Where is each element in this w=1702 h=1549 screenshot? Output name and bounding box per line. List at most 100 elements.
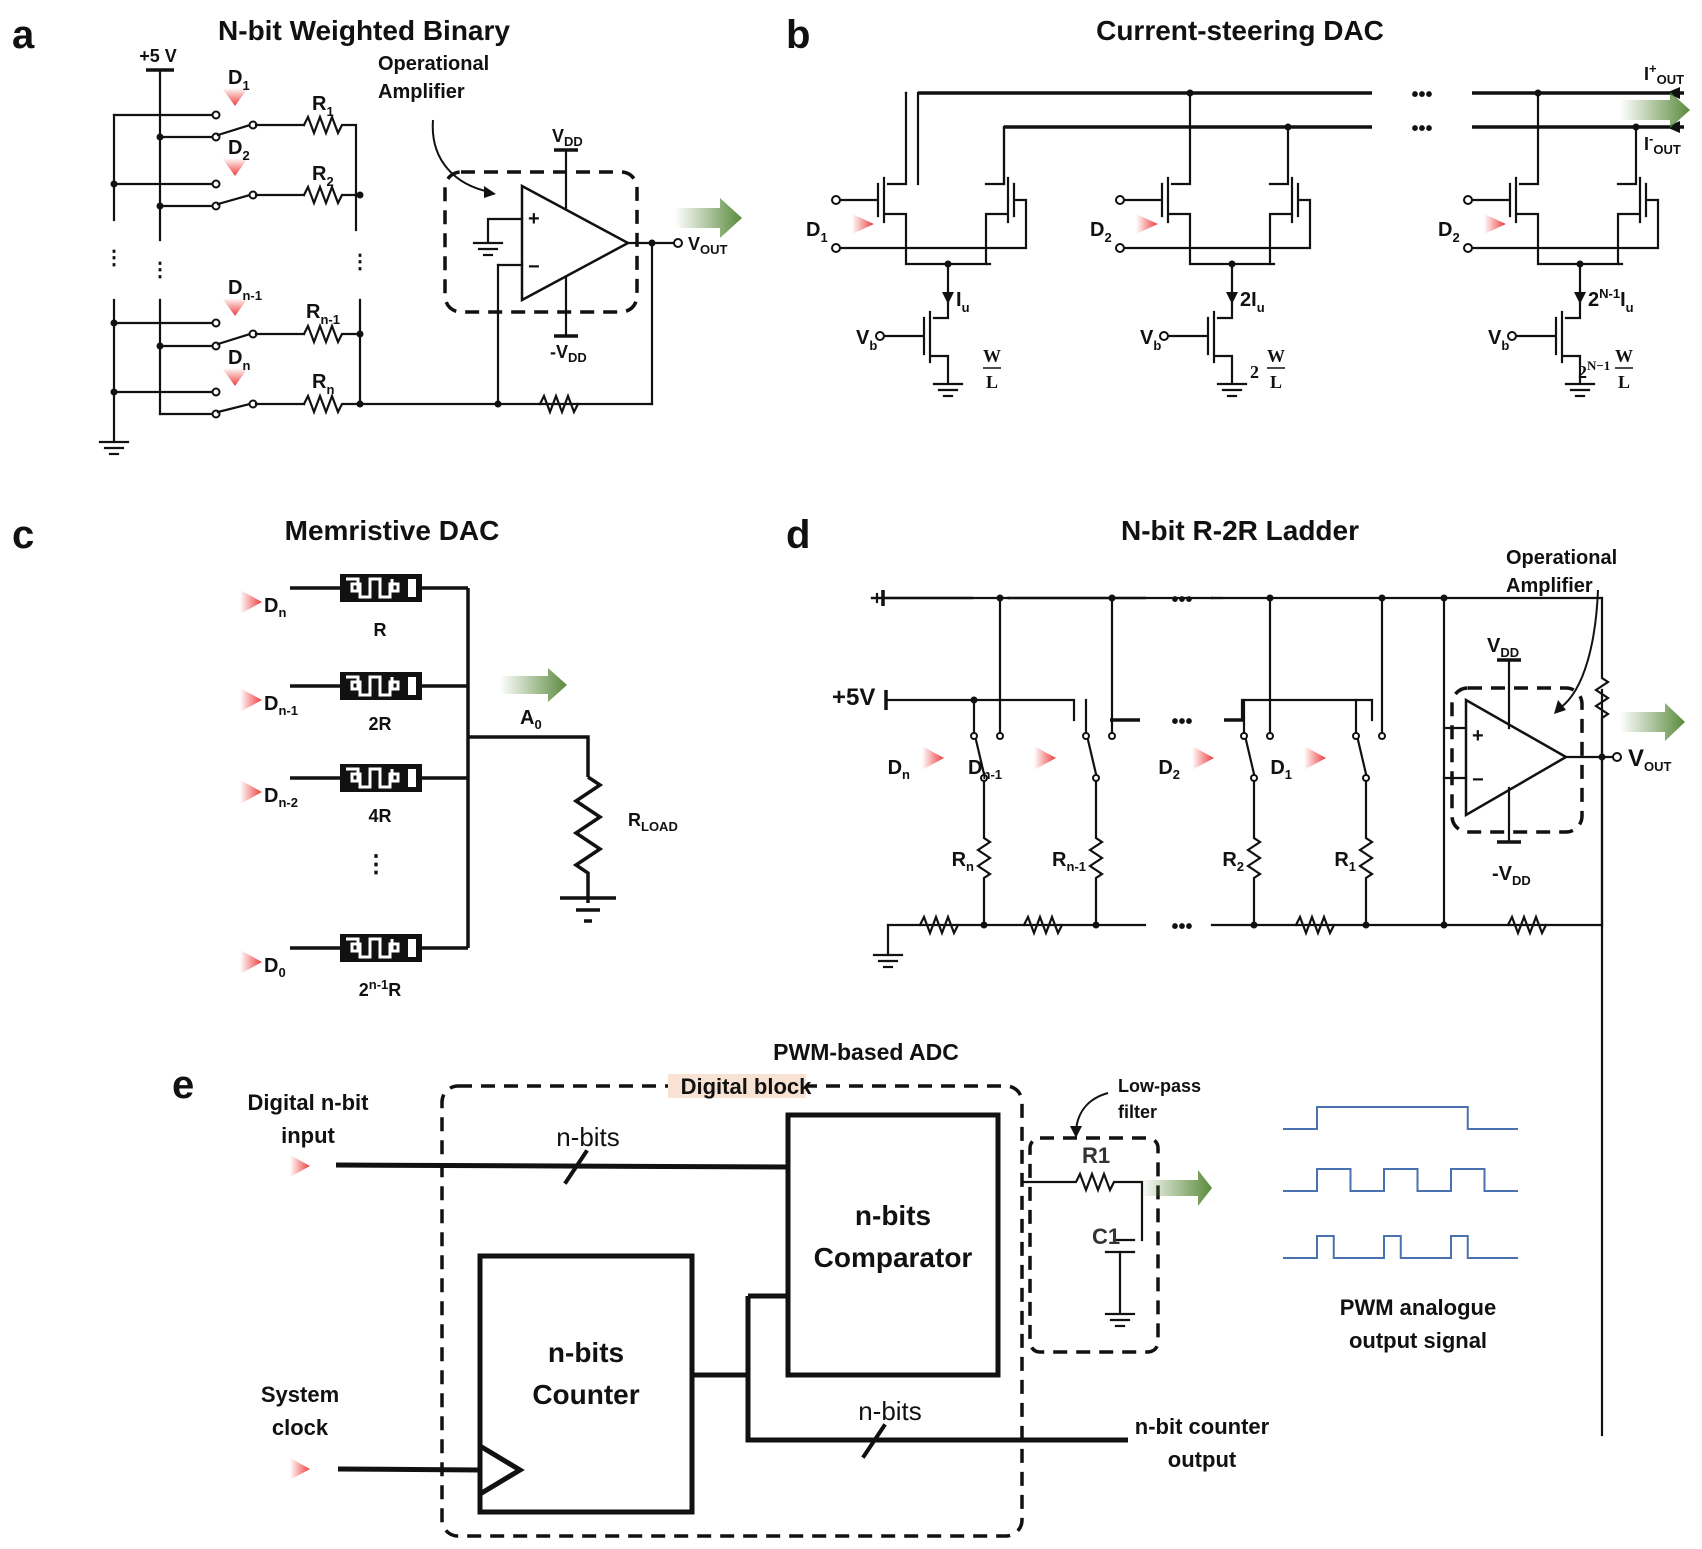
load-label: RLOAD [628, 810, 678, 834]
length-label: L [1270, 372, 1282, 392]
resistor-label: R1 [312, 93, 334, 119]
ellipsis: ••• [1171, 711, 1192, 733]
noninverting-label: + [528, 208, 540, 230]
resistor-label: R2 [1222, 849, 1244, 874]
panel-b: b Current-steering DAC ••• ••• I+OUT I-O… [786, 13, 1690, 398]
switch-row-2: D2 R2 [110, 137, 364, 232]
switch-row-n: Dn Rn [110, 347, 364, 419]
bit-label: Dn-2 [264, 785, 298, 810]
panel-letter-b: b [786, 13, 810, 57]
bit-label: D2 [228, 137, 250, 163]
supply-label: +5 V [139, 46, 177, 66]
vdd-label: VDD [1487, 635, 1519, 660]
input-arrow-icon [1484, 214, 1506, 234]
ellipsis: ••• [1171, 589, 1192, 611]
callout-arrow-icon [1559, 589, 1599, 709]
resistance-label: R [374, 620, 387, 640]
vout-label: VOUT [1628, 745, 1672, 774]
resistance-label: 2n-1R [359, 977, 402, 1000]
input-arrow-icon [240, 688, 262, 712]
bit-label: Dn-1 [264, 693, 298, 718]
panel-letter-d: d [786, 513, 810, 557]
output-label: A0 [520, 707, 542, 732]
input-arrow-icon [1034, 746, 1056, 770]
load-wire [468, 735, 590, 777]
load-resistor [572, 775, 604, 903]
bit-label: Dn [228, 347, 250, 373]
pwm-waveform [1283, 1168, 1518, 1192]
ellipsis: ⋮ [104, 247, 124, 269]
input-arrow-icon [240, 780, 262, 804]
ground-icon [1564, 382, 1596, 398]
feedback-resistor [538, 392, 580, 416]
low-pass-filter-box [1028, 1136, 1160, 1354]
c1-label: C1 [1092, 1224, 1120, 1249]
iout-minus-label: I-OUT [1644, 131, 1681, 157]
input-arrow-icon [240, 950, 262, 974]
memristor-icon [338, 670, 424, 702]
resistor-label: Rn [312, 371, 334, 397]
bit-label: Dn-1 [968, 757, 1002, 782]
series-resistors [918, 913, 1548, 937]
input-arrow-icon [922, 746, 944, 770]
vout-label: VOUT [688, 234, 728, 257]
input-arrow-icon [1304, 746, 1326, 770]
ellipsis: ••• [1411, 84, 1432, 106]
panel-e-title: PWM-based ADC [773, 1039, 959, 1065]
resistor-label: R1 [1334, 849, 1356, 874]
bit-label: Dn [264, 595, 286, 620]
bit-label: D1 [806, 219, 828, 245]
resistance-label: 2R [368, 714, 391, 734]
length-label: L [1618, 372, 1630, 392]
supply-label: +5V [832, 684, 875, 711]
bit-label: D1 [1270, 757, 1292, 782]
current-label: Iu [956, 289, 970, 315]
switch-row-1: D1 R1 [112, 67, 358, 197]
ellipsis: ••• [1411, 118, 1432, 140]
ground-icon [932, 382, 964, 398]
counter-block [477, 1253, 695, 1515]
vout-terminal [1612, 752, 1622, 762]
panel-letter-a: a [12, 13, 35, 57]
r1-label: R1 [1082, 1143, 1110, 1168]
bit-label: D1 [228, 67, 250, 93]
junction [648, 239, 656, 247]
iout-plus-label: I+OUT [1644, 61, 1684, 87]
output-arrow-icon [675, 198, 742, 238]
opamp-highlight-box [1450, 686, 1584, 834]
bit-label: D2 [1090, 219, 1112, 245]
panel-letter-e: e [172, 1063, 194, 1107]
bus-width-label: n-bits [556, 1122, 620, 1152]
ellipsis: ⋮ [350, 251, 370, 273]
comparator-block [785, 1112, 1001, 1378]
bit-label: D2 [1438, 219, 1460, 245]
bit-label: Dn-1 [228, 277, 262, 303]
callout-arrow-icon [1075, 1092, 1109, 1131]
feedback-resistor [1594, 596, 1610, 1437]
width-label: W [983, 346, 1001, 366]
input-arrow-icon [222, 368, 248, 386]
input-arrow-icon [222, 298, 248, 316]
panel-e: e PWM-based ADC Digital block Digital n-… [172, 1039, 1518, 1538]
iout-minus-arrow-icon [1666, 121, 1680, 133]
inverting-label: − [1472, 769, 1484, 791]
bias-label: Vb [1488, 327, 1509, 353]
pwm-waveforms [1283, 1106, 1518, 1259]
panel-letter-c: c [12, 513, 34, 557]
memristor-icon [338, 572, 424, 604]
iout-plus-arrow-icon [1666, 87, 1680, 99]
ground-icon [472, 241, 504, 257]
output-arrow-icon [1620, 92, 1690, 128]
supply-rail-right [1240, 698, 1374, 722]
callout-arrow-icon [431, 119, 491, 193]
